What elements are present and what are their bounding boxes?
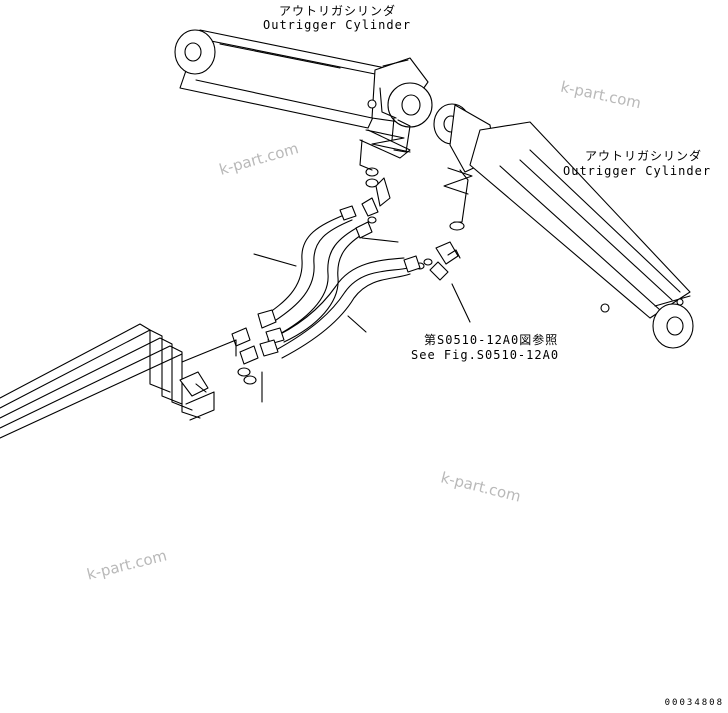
cylinder-top-label-en: Outrigger Cylinder <box>263 18 412 32</box>
cylinder-right-label-en: Outrigger Cylinder <box>563 164 712 178</box>
outrigger-cylinder-top <box>174 29 433 153</box>
fittings-top <box>359 129 411 224</box>
hydraulic-hoses <box>231 205 421 385</box>
reference-label-jp: 第S0510-12A0図参照 <box>424 333 559 347</box>
piping-bundle <box>0 323 237 439</box>
break-lines <box>365 129 473 195</box>
outrigger-cylinder-right <box>433 103 694 349</box>
fittings-right <box>415 241 461 281</box>
leader-lines <box>253 117 471 403</box>
cylinder-top-label-jp: アウトリガシリンダ <box>279 4 397 18</box>
cylinder-right-label-jp: アウトリガシリンダ <box>585 149 703 163</box>
reference-label-en: See Fig.S0510-12A0 <box>411 348 560 362</box>
document-number: 00034808 <box>664 698 724 708</box>
